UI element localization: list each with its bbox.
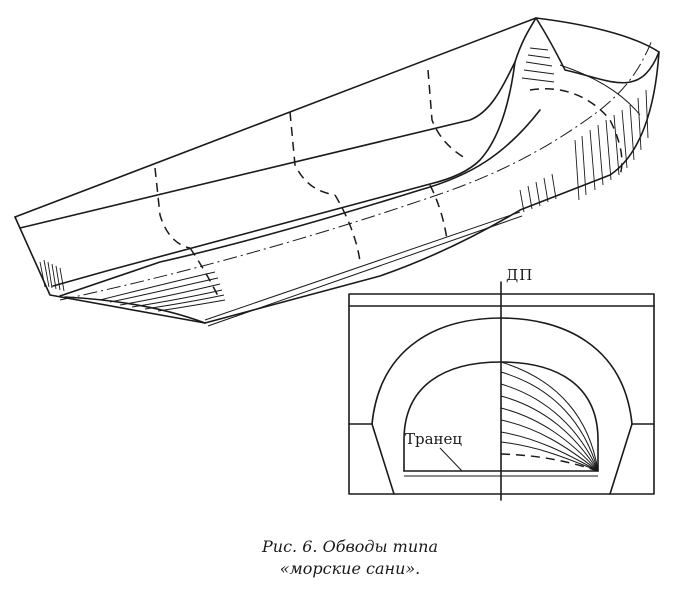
figure-caption: Рис. 6. Обводы типа «морские сани». [0, 536, 700, 580]
centerline-label: ДП [506, 266, 534, 284]
transom-hatching [39, 259, 65, 292]
bow-hatching [519, 47, 649, 213]
transom-label: Транец [405, 430, 463, 448]
waterline-curves [500, 361, 599, 472]
caption-line-2: «морские сани». [279, 559, 421, 578]
bottom-hatching [99, 271, 226, 312]
caption-line-1: Рис. 6. Обводы типа [262, 537, 438, 556]
